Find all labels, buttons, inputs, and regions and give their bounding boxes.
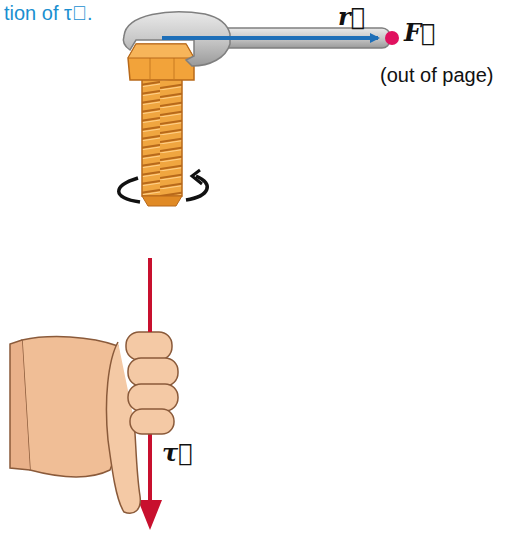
bolt-tip [142, 196, 182, 206]
bolt-head [128, 44, 194, 80]
torque-arrow-top [148, 258, 152, 332]
vector-label: F⃗ [404, 20, 435, 46]
bolt-shank [142, 78, 182, 196]
finger [130, 409, 174, 434]
finger [128, 358, 178, 386]
wrist [10, 340, 30, 470]
vector-label: τ⃗ [162, 440, 193, 466]
force-point [385, 31, 399, 45]
vector-label: r⃗ [338, 4, 365, 30]
caption-text: tion of τ⃗. [4, 2, 93, 24]
hand [10, 258, 178, 513]
bolt-head-top [128, 44, 194, 58]
direction-note: (out of page) [380, 64, 493, 86]
rotation-arrow [119, 170, 207, 202]
bolt [128, 44, 194, 206]
r-vector-arrow [162, 36, 378, 40]
finger [128, 384, 178, 411]
finger [126, 332, 172, 360]
